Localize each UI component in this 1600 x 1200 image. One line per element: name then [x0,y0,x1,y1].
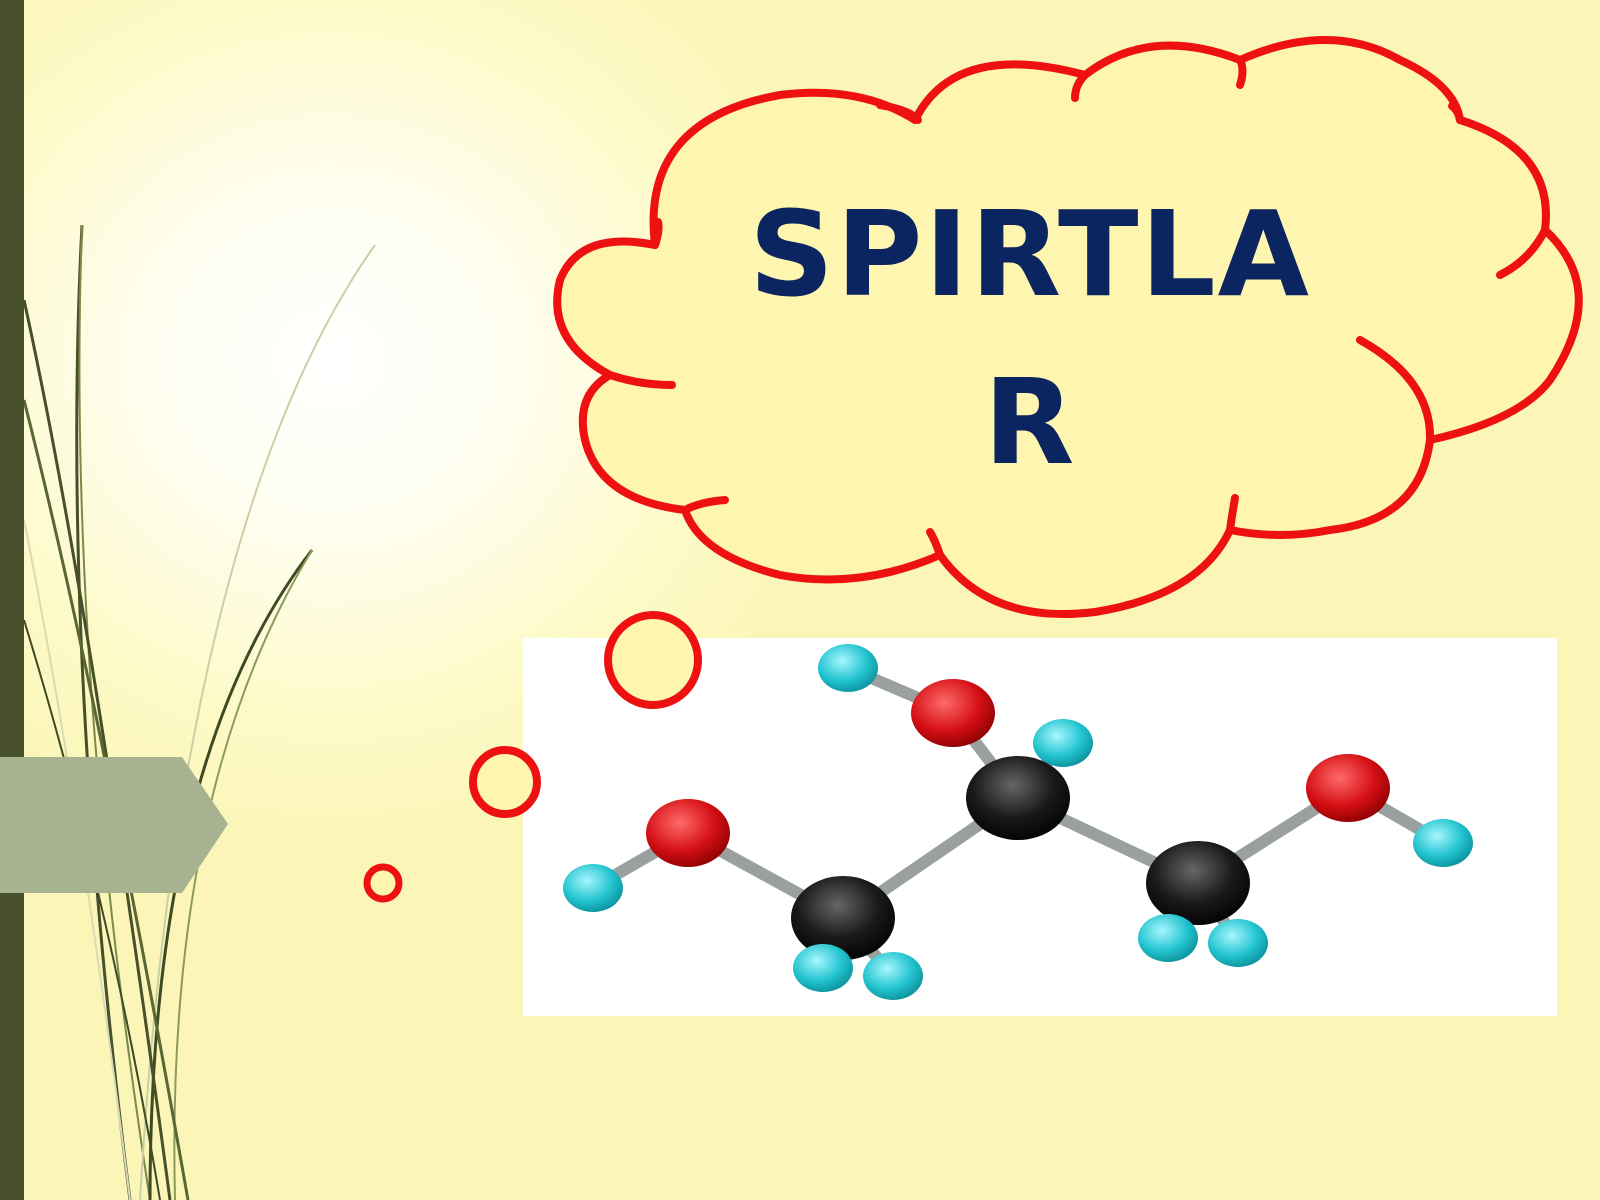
slide-title: SPIRTLA R [740,170,1320,506]
glycerol-molecule-image [523,638,1557,1016]
thought-dot-large-icon [604,611,702,709]
sidebar-bar [0,0,24,1200]
molecule-icon [563,644,1473,1000]
thought-dot-medium-icon [469,746,541,818]
thought-dot-small-icon [363,863,403,903]
title-line-1: SPIRTLA [749,185,1311,323]
title-line-2: R [983,353,1077,491]
